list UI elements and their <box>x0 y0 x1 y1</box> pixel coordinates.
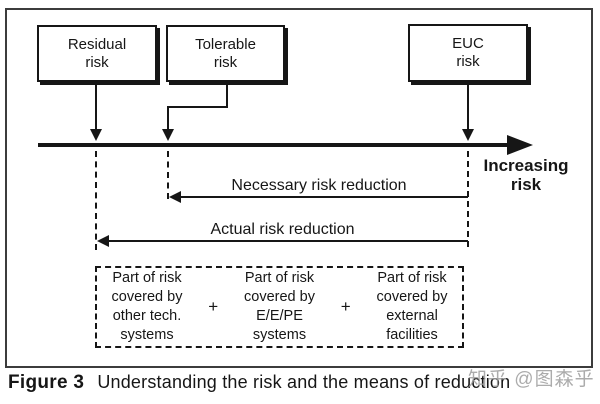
tolerable-arrow-segment-vertical2 <box>167 106 169 129</box>
tolerable-arrow-segment-horizontal <box>167 106 228 108</box>
actual-risk-reduction-label: Actual risk reduction <box>210 221 355 238</box>
tolerable-dashed-dropline <box>167 151 169 199</box>
coverage-part-other-tech: Part of risk covered by other tech. syst… <box>111 270 183 343</box>
risk-axis-line <box>38 143 508 147</box>
euc-arrow-line <box>467 81 469 129</box>
increasing-risk-label: Increasing risk <box>483 156 569 194</box>
figure-caption: Figure 3 Understanding the risk and the … <box>8 372 592 394</box>
residual-risk-box: Residual risk <box>37 25 157 82</box>
actual-risk-reduction-line <box>108 240 468 242</box>
tolerable-arrowhead-icon <box>162 129 174 141</box>
residual-arrow-line <box>95 83 97 129</box>
figure-caption-number: Figure 3 <box>8 372 85 393</box>
necessary-risk-reduction-line <box>180 196 468 198</box>
actual-risk-reduction-arrowhead-icon <box>97 235 109 247</box>
tolerable-arrow-segment-vertical1 <box>226 83 228 108</box>
zhihu-watermark: 知乎 @图森乎 <box>468 369 595 390</box>
residual-dashed-dropline <box>95 151 97 250</box>
necessary-risk-reduction-label: Necessary risk reduction <box>231 177 407 194</box>
euc-arrowhead-icon <box>462 129 474 141</box>
figure-caption-text: Understanding the risk and the means of … <box>97 372 511 392</box>
coverage-part-external: Part of risk covered by external facilit… <box>376 270 448 343</box>
euc-dashed-dropline <box>467 151 469 247</box>
risk-coverage-box: Part of risk covered by other tech. syst… <box>95 266 464 348</box>
plus-sign: + <box>208 296 219 316</box>
tolerable-risk-box: Tolerable risk <box>166 25 285 82</box>
risk-axis-arrowhead-icon <box>507 135 533 155</box>
necessary-risk-reduction-arrowhead-icon <box>169 191 181 203</box>
residual-arrowhead-icon <box>90 129 102 141</box>
euc-risk-box: EUC risk <box>408 24 528 82</box>
coverage-part-eepe: Part of risk covered by E/E/PE systems <box>244 270 315 343</box>
plus-sign: + <box>340 296 351 316</box>
